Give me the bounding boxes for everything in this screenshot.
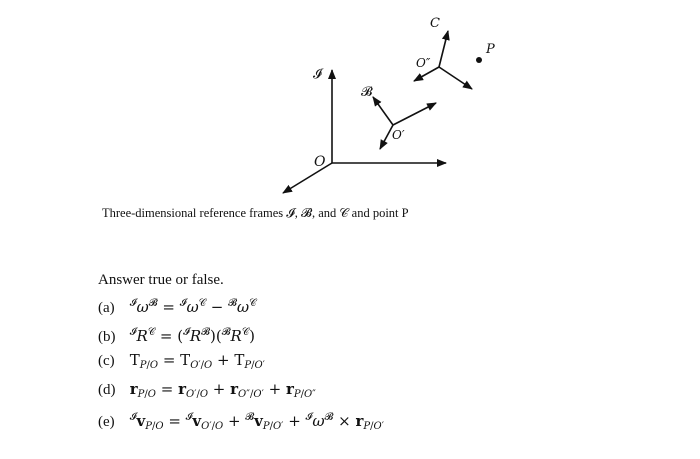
statement-d-equation: rP/O = rO′/O + rO″/O′ + rP/O″ — [129, 379, 316, 400]
statement-c-equation: TP/O = TO′/O + TP/O′ — [129, 351, 265, 371]
statement-e-label: (e) — [98, 414, 115, 430]
frame-B-axis-down — [379, 124, 394, 150]
statement-e: (e) 𝓘vP/O = 𝓘vO′/O + 𝓑vP/O′ + 𝓘ω𝓑 × rP/O… — [98, 406, 384, 439]
statement-a: (a) 𝓘ω𝓑 = 𝓘ω𝒞 − 𝓑ω𝒞 — [98, 292, 384, 321]
frame-C-label: C — [430, 16, 440, 31]
statement-a-label: (a) — [98, 300, 115, 316]
statement-c-label: (c) — [98, 353, 115, 369]
frame-I-depth-axis — [282, 162, 333, 194]
frame-I-label: 𝓘 — [313, 67, 324, 82]
statement-d-label: (d) — [98, 381, 116, 398]
statement-b-equation: 𝓘R𝒞 = (𝓘R𝓑)(𝓑R𝒞) — [129, 326, 255, 345]
point-P-label: P — [485, 42, 495, 57]
frame-C-axis-up — [438, 30, 450, 68]
statement-c: (c) TP/O = TO′/O + TP/O′ — [98, 349, 384, 378]
frame-B-axes — [372, 96, 437, 150]
statement-b: (b) 𝓘R𝒞 = (𝓘R𝓑)(𝓑R𝒞) — [98, 321, 384, 350]
origin-O-prime-label: O′ — [392, 128, 405, 142]
frame-C-axes — [413, 30, 473, 90]
reference-frames-diagram: O 𝓘 𝓑 O′ C O″ P — [282, 16, 495, 194]
true-false-questions: Answer true or false. (a) 𝓘ω𝓑 = 𝓘ω𝒞 − 𝓑ω… — [98, 272, 384, 439]
statement-e-equation: 𝓘vP/O = 𝓘vO′/O + 𝓑vP/O′ + 𝓘ω𝓑 × rP/O′ — [129, 412, 384, 432]
frame-C-axis-left — [413, 66, 440, 82]
frame-C-axis-right — [438, 66, 473, 90]
figure-caption: Three-dimensional reference frames 𝓘, 𝓑,… — [102, 206, 409, 220]
point-P-dot — [476, 57, 482, 63]
statement-a-equation: 𝓘ω𝓑 = 𝓘ω𝒞 − 𝓑ω𝒞 — [129, 298, 257, 316]
statement-d: (d) rP/O = rO′/O + rO″/O′ + rP/O″ — [98, 378, 384, 407]
frame-I-axes — [282, 69, 447, 194]
frame-B-label: 𝓑 — [361, 85, 373, 100]
origin-O-label: O — [314, 154, 326, 170]
frame-B-axis-right — [392, 102, 437, 126]
frame-B-axis-up — [372, 96, 394, 126]
statement-b-label: (b) — [98, 328, 116, 345]
question-prompt: Answer true or false. — [98, 272, 224, 288]
origin-O-double-prime-label: O″ — [416, 56, 431, 70]
